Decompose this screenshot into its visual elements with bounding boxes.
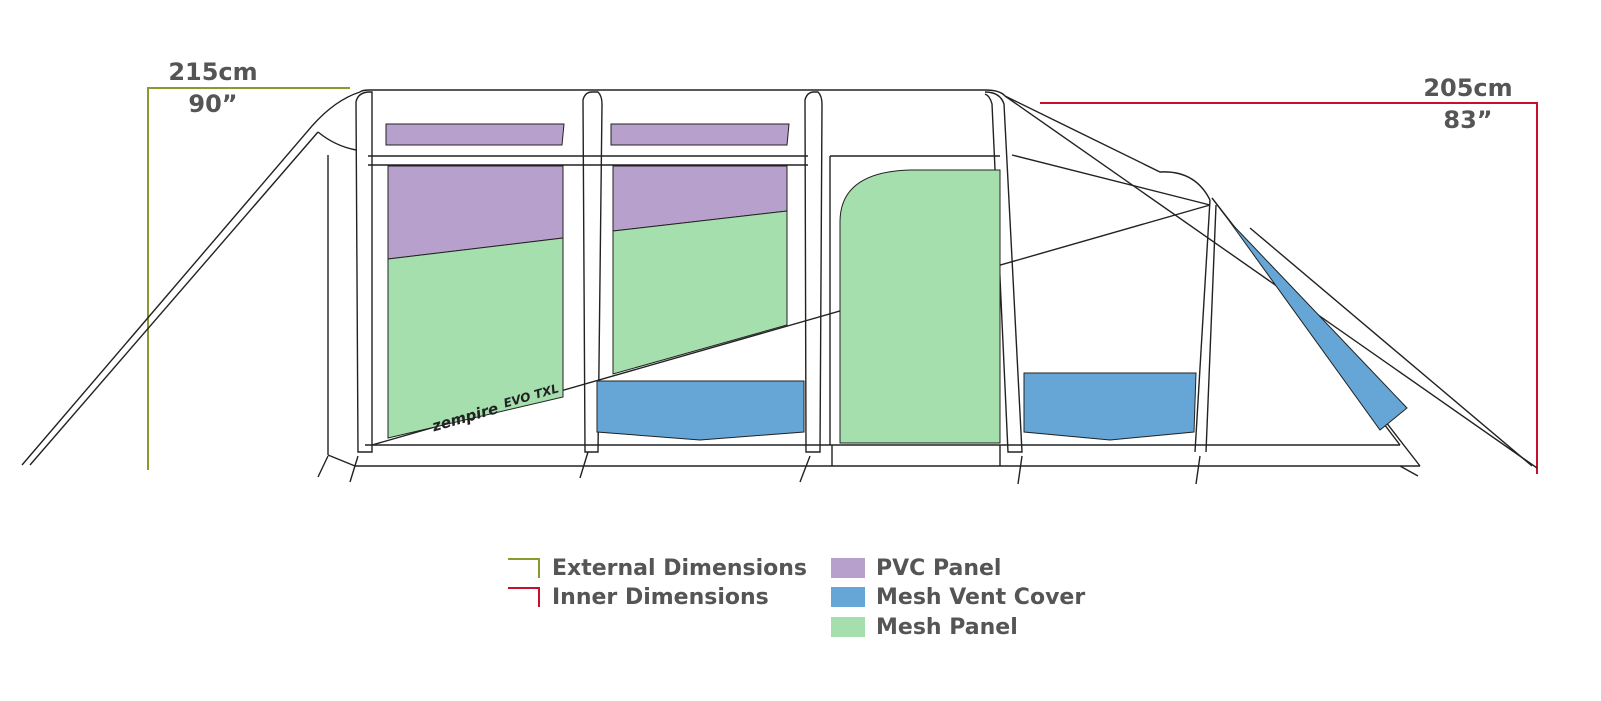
legend-vent-swatch xyxy=(831,587,865,607)
legend-inner-label: Inner Dimensions xyxy=(552,585,769,610)
pvc-roof-strip-1 xyxy=(385,123,565,146)
vent-cover-1 xyxy=(596,380,805,441)
legend-pvc-swatch xyxy=(831,558,865,578)
left-guy-lines xyxy=(21,91,361,466)
mesh-window-2 xyxy=(612,210,788,375)
inner-dimension-inch: 83” xyxy=(1443,106,1493,134)
mesh-panels xyxy=(387,169,1001,444)
mesh-window-1 xyxy=(387,237,564,439)
pvc-panels xyxy=(385,123,790,260)
external-dimension-line xyxy=(147,87,350,470)
external-dimension-inch: 90” xyxy=(188,90,238,118)
legend-pvc-label: PVC Panel xyxy=(876,556,1002,581)
external-dimension-cm: 215cm xyxy=(168,58,258,86)
legend-vent-label: Mesh Vent Cover xyxy=(876,585,1086,610)
vent-cover-2 xyxy=(1023,372,1197,441)
mesh-vent-covers xyxy=(596,221,1408,441)
pvc-roof-strip-2 xyxy=(610,123,790,146)
vent-cover-rear xyxy=(1229,221,1408,431)
legend-external-line xyxy=(508,558,540,578)
legend-mesh-swatch xyxy=(831,617,865,637)
legend-mesh-label: Mesh Panel xyxy=(876,615,1018,640)
inner-dimension-cm: 205cm xyxy=(1423,74,1513,102)
tent-body xyxy=(317,89,1538,485)
legend-external-label: External Dimensions xyxy=(552,556,808,581)
inner-dimension-line xyxy=(1040,102,1538,474)
legend-inner-line xyxy=(508,587,540,607)
mesh-door xyxy=(839,169,1001,444)
